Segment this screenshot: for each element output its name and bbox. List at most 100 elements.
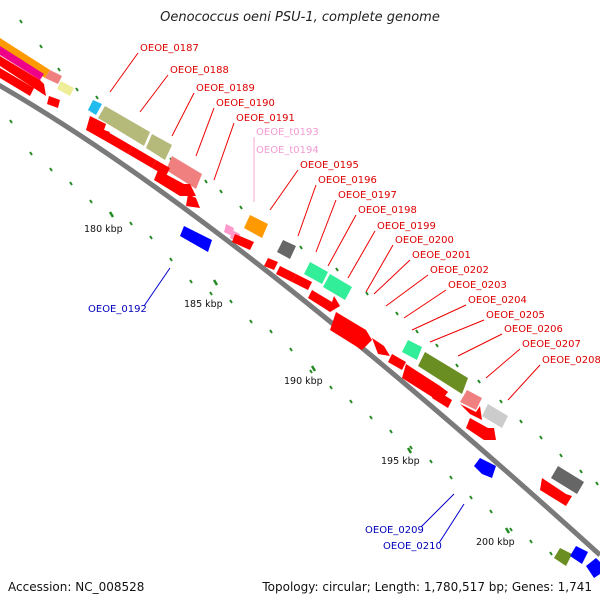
leader-line	[507, 364, 541, 401]
forward-cds-0197	[276, 266, 296, 282]
scale-tick-mark	[29, 151, 33, 156]
cog-block-green-1	[304, 262, 328, 284]
gene-label-forward: OEOE_0199	[377, 221, 436, 232]
scale-tick-mark	[529, 539, 533, 544]
scale-tick-mark	[89, 199, 93, 204]
cog-block-gray	[277, 240, 296, 259]
outer-feature-rings	[0, 38, 74, 108]
scale-tick-mark	[409, 445, 413, 450]
gene-label-forward: OEOE_0200	[395, 235, 454, 246]
scale-tick-mark	[299, 245, 303, 250]
leader-line	[429, 319, 485, 343]
leader-line	[438, 503, 465, 544]
forward-cds-0198	[292, 274, 312, 290]
gene-label-forward: OEOE_t0194	[256, 145, 319, 156]
scale-tick-mark	[539, 435, 543, 440]
scale-tick-mark	[519, 419, 523, 424]
gene-label-forward: OEOE_0205	[486, 310, 545, 321]
forward-cds-0195	[232, 234, 254, 250]
forward-cds-0190	[152, 160, 170, 176]
scale-tick-mark	[189, 279, 193, 284]
reverse-cds-track	[180, 226, 600, 578]
scale-label: 180 kbp	[84, 224, 123, 235]
forward-cds-0201	[372, 338, 390, 356]
cog-block-olivegreen-1	[418, 352, 468, 394]
leader-line	[213, 122, 235, 181]
scale-tick-mark	[559, 453, 563, 458]
forward-cds-0204	[432, 390, 452, 408]
gene-label-forward: OEOE_0197	[338, 190, 397, 201]
gene-label-reverse: OEOE_0209	[365, 525, 424, 536]
scale-tick-mark	[499, 399, 503, 404]
leader-line	[315, 199, 337, 253]
scale-tick-mark	[57, 67, 61, 72]
scale-tick-mark	[335, 267, 339, 272]
gene-label-forward: OEOE_0190	[216, 98, 275, 109]
reverse-cds-0192	[180, 226, 212, 252]
accession-label: Accession: NC_008528	[8, 580, 145, 594]
cog-block-salmon	[166, 156, 202, 189]
scale-tick-mark	[449, 475, 453, 480]
gene-label-reverse: OEOE_0192	[88, 304, 147, 315]
cog-block-lightgray	[482, 404, 508, 428]
major-scale-tick	[406, 447, 413, 454]
forward-cds-0205	[460, 404, 482, 420]
scale-tick-mark	[489, 509, 493, 514]
forward-cds-0191	[154, 170, 196, 196]
leader-line	[269, 169, 299, 211]
cog-block-orange	[244, 215, 268, 238]
scale-tick-mark	[209, 291, 213, 296]
gene-label-forward: OEOE_0189	[196, 83, 255, 94]
scale-tick-mark	[9, 119, 13, 124]
gene-label-forward: OEOE_0198	[358, 205, 417, 216]
cog-block-green-3	[402, 340, 422, 360]
scale-tick-mark	[365, 291, 369, 296]
forward-cds-0199	[308, 290, 340, 312]
leader-line	[109, 52, 139, 93]
leader-line	[143, 267, 171, 307]
gene-label-forward: OEOE_t0193	[256, 127, 319, 138]
gene-label-forward: OEOE_0206	[504, 324, 563, 335]
genome-backbone	[0, 82, 600, 557]
scale-label: 185 kbp	[184, 299, 223, 310]
scale-tick-mark	[239, 205, 243, 210]
scale-label: 200 kbp	[476, 537, 515, 548]
cog-block-olivegreen-2	[554, 548, 572, 566]
cog-block-olive-2	[146, 134, 172, 160]
gene-label-forward: OEOE_0187	[140, 43, 199, 54]
scale-tick-mark	[549, 551, 553, 556]
leader-line	[373, 259, 411, 295]
scale-tick-mark	[39, 44, 43, 49]
scale-tick-mark	[477, 379, 481, 384]
scale-tick-mark	[204, 179, 208, 184]
forward-cds-0206	[466, 418, 496, 440]
major-scale-tick	[504, 527, 511, 534]
gene-label-forward: OEOE_0208	[542, 355, 600, 366]
leader-line	[457, 333, 503, 357]
scale-tick-mark	[595, 481, 599, 486]
cog-block-green-2	[323, 274, 352, 300]
reverse-cds-0209	[474, 458, 496, 478]
gene-label-forward: OEOE_0188	[170, 65, 229, 76]
forward-cds-0200	[330, 312, 372, 350]
gene-label-forward: OEOE_0195	[300, 160, 359, 171]
scale-tick-mark	[415, 329, 419, 334]
leader-line	[297, 184, 317, 237]
scale-tick-mark	[149, 235, 153, 240]
forward-cds-0186b	[0, 68, 34, 96]
leader-line	[171, 92, 195, 137]
forward-cds-0187-arrow	[47, 96, 60, 108]
leader-line	[139, 74, 169, 113]
scale-tick-mark	[469, 495, 473, 500]
major-scale-tick	[212, 279, 219, 286]
leader-line	[365, 244, 394, 293]
scale-tick-mark	[269, 329, 273, 334]
scale-label: 190 kbp	[284, 376, 323, 387]
scale-tick-mark	[309, 369, 313, 374]
leader-line	[403, 289, 447, 319]
major-scale-tick	[108, 211, 115, 218]
scale-tick-mark	[219, 189, 223, 194]
